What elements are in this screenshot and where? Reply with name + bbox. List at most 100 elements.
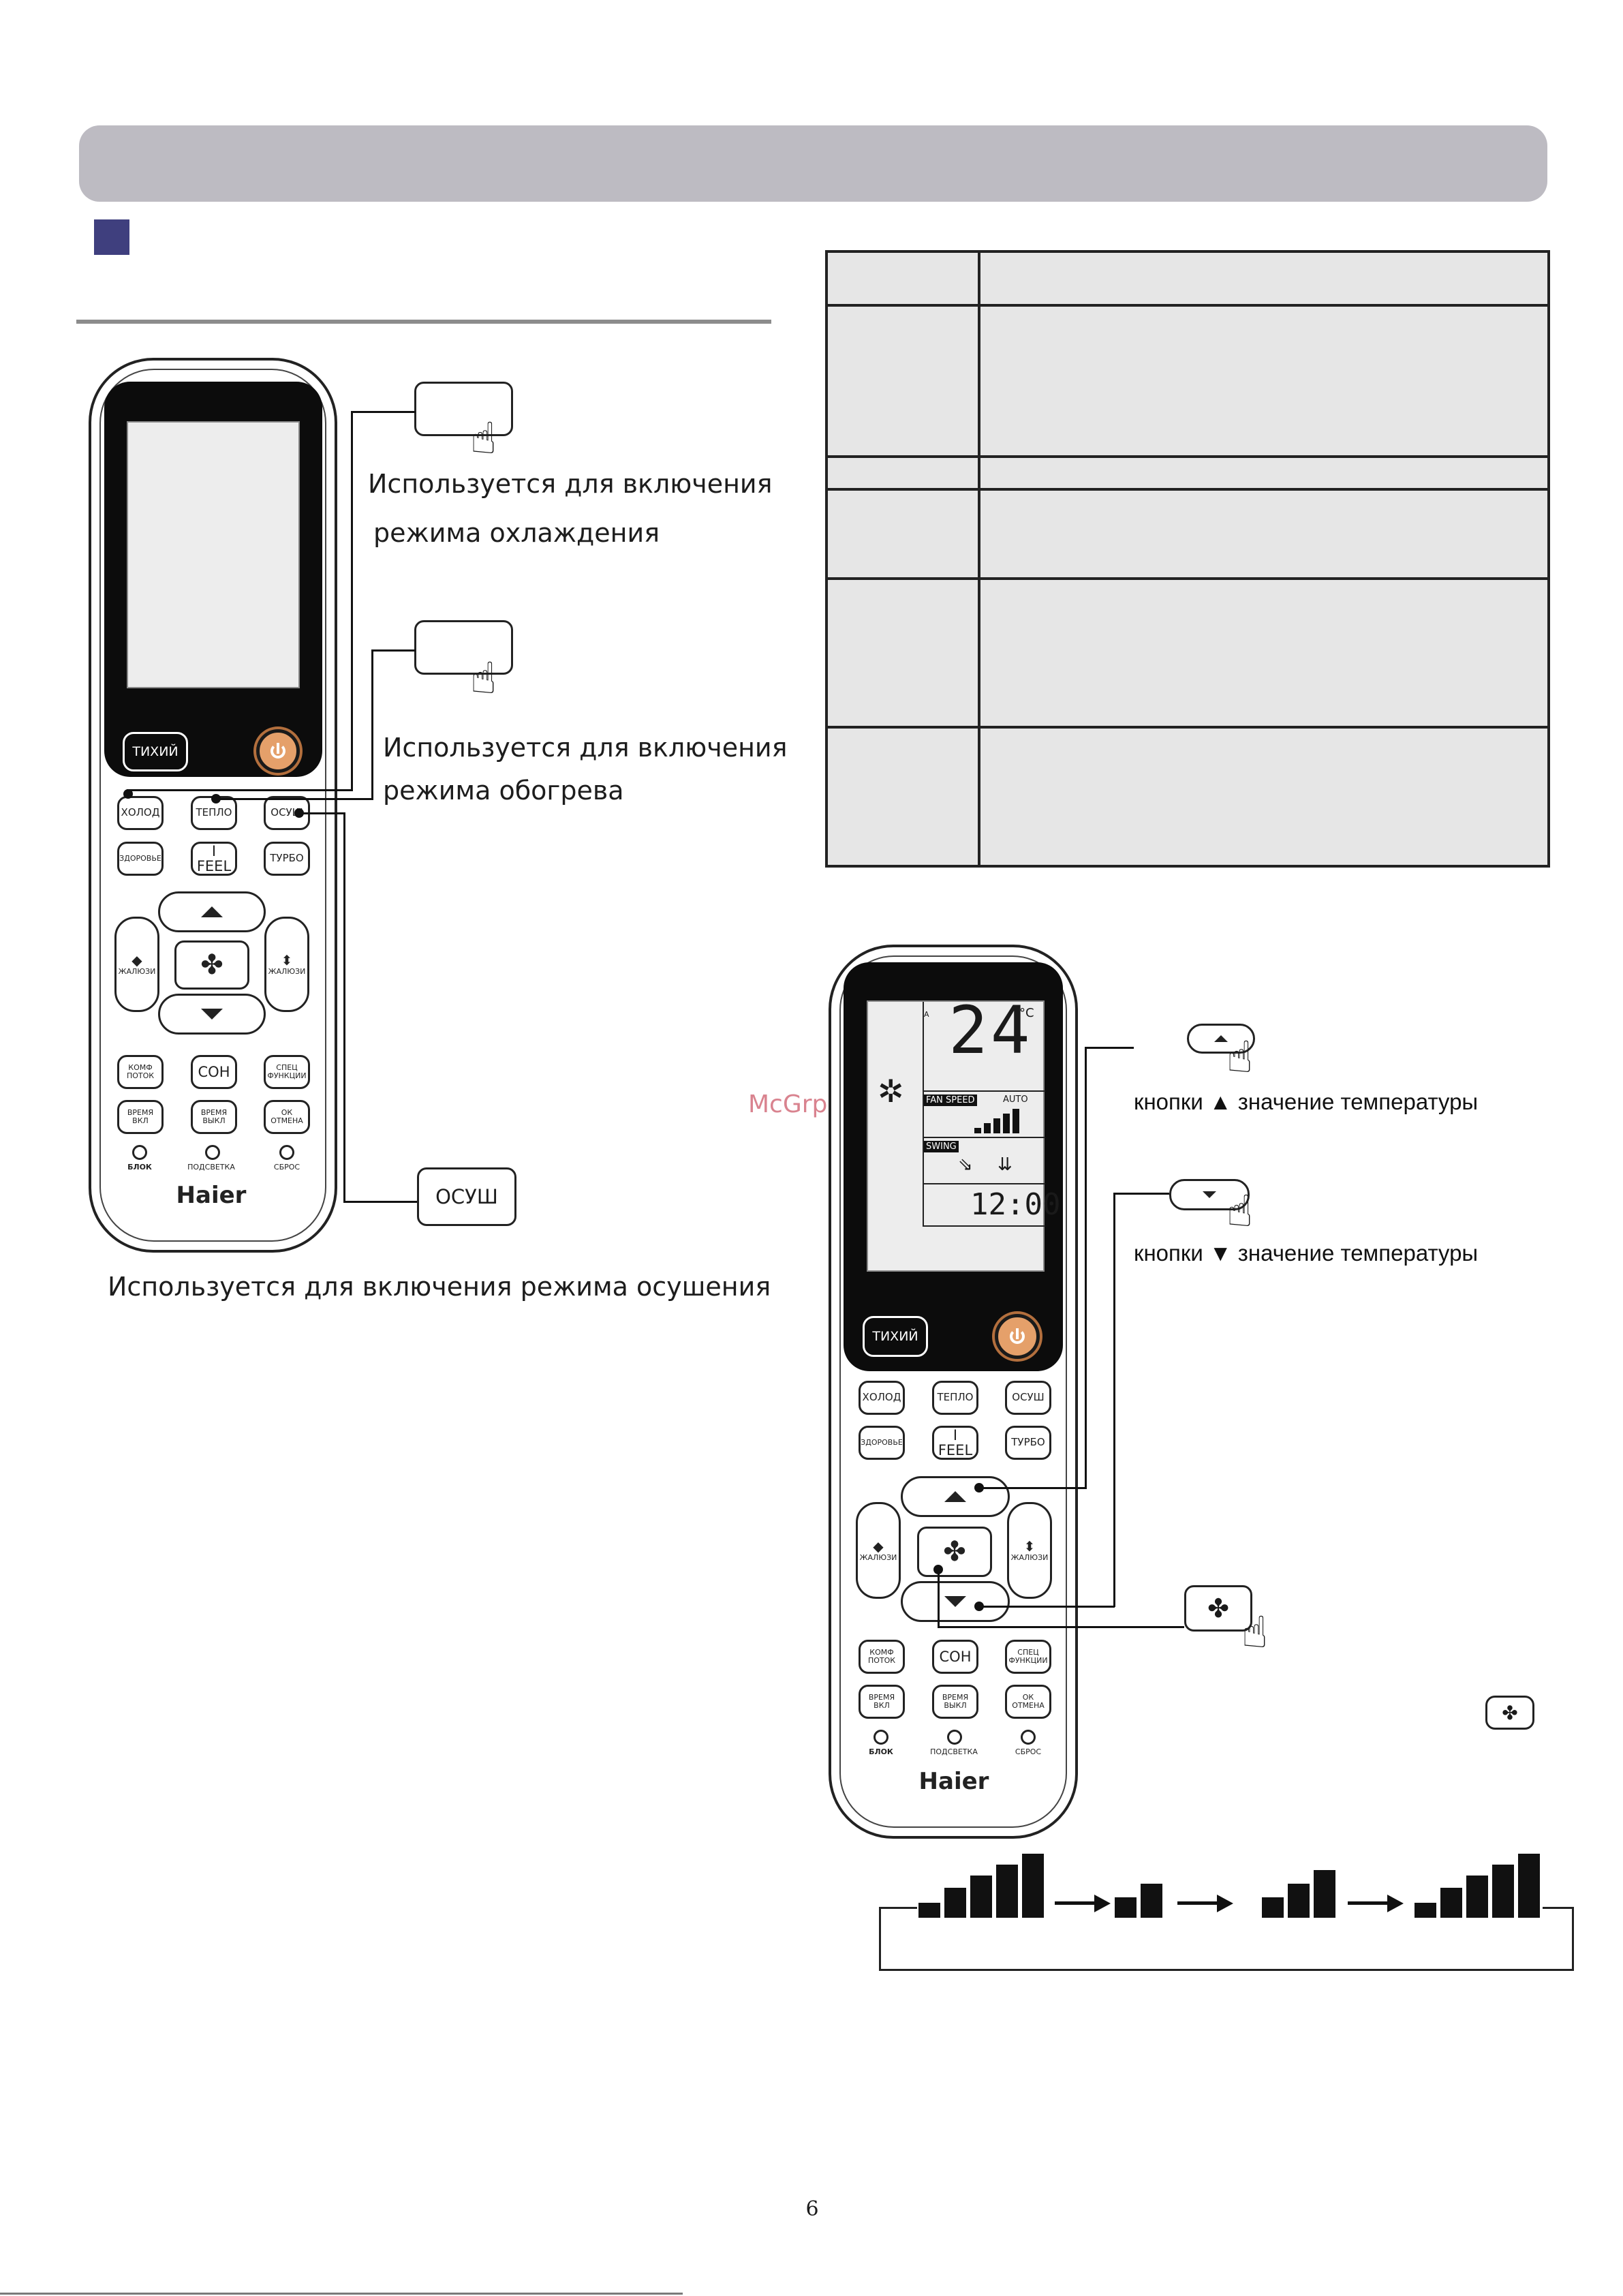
display-divider: [923, 1225, 1045, 1227]
louver-right-button[interactable]: ⬍ЖАЛЮЗИ: [264, 917, 309, 1012]
ifeel-button[interactable]: I FEEL: [932, 1426, 978, 1460]
fan-cycle-loop: [1543, 1907, 1574, 1909]
louver-icon: ◆: [873, 1537, 884, 1555]
hand-pointer-icon: ☝: [1241, 1608, 1268, 1658]
turbo-button[interactable]: ТУРБО: [264, 842, 310, 876]
health-label: ЗДОРОВЬЕ: [119, 854, 161, 863]
power-icon[interactable]: [256, 729, 300, 773]
timer-on-button[interactable]: ВРЕМЯ ВКЛ: [117, 1100, 164, 1134]
louver-icon: ⇊: [998, 1154, 1013, 1175]
connector-line: [978, 1606, 1115, 1608]
health-button[interactable]: ЗДОРОВЬЕ: [117, 842, 164, 876]
brand-logo: Haier: [918, 1768, 989, 1795]
connector-line: [214, 798, 373, 800]
connector-dot: [123, 789, 133, 799]
fan-speed-bars: [974, 1107, 1025, 1133]
special-button[interactable]: СПЕЦ ФУНКЦИИ: [264, 1055, 310, 1089]
fan-icon: ✤: [200, 949, 223, 981]
louver-left-label: ЖАЛЮЗИ: [118, 966, 156, 976]
fan-icon: ✤: [1502, 1701, 1518, 1724]
connector-line: [1113, 1193, 1115, 1607]
timer-off-button[interactable]: ВРЕМЯ ВЫКЛ: [932, 1685, 978, 1719]
quiet-button[interactable]: ТИХИЙ: [863, 1316, 928, 1357]
sleep-button[interactable]: СОН: [932, 1640, 978, 1674]
heat-button[interactable]: ТЕПЛО: [932, 1381, 978, 1415]
connector-line: [371, 649, 416, 652]
cold-button[interactable]: ХОЛОД: [859, 1381, 905, 1415]
temp-up-button[interactable]: [158, 891, 266, 932]
brand-logo: Haier: [176, 1182, 247, 1209]
hand-pointer-icon: ☝: [1226, 1187, 1253, 1237]
health-button[interactable]: ЗДОРОВЬЕ: [859, 1426, 905, 1460]
ok-cancel-button[interactable]: ОК ОТМЕНА: [1005, 1685, 1051, 1719]
fan-speed-label: FAN SPEED: [924, 1095, 977, 1106]
louver-right-label: ЖАЛЮЗИ: [268, 966, 306, 976]
cold-button[interactable]: ХОЛОД: [117, 796, 164, 830]
comf-flow-label: КОМФ ПОТОК: [126, 1063, 155, 1080]
heat-description-line2: режима обогрева: [383, 776, 624, 806]
connector-line: [938, 1569, 940, 1627]
louver-icon: ⇘: [958, 1154, 973, 1175]
table-column-divider: [978, 253, 980, 865]
swing-label: SWING: [924, 1141, 959, 1152]
cycle-arrow: [1094, 1895, 1111, 1912]
ok-cancel-button[interactable]: ОК ОТМЕНА: [264, 1100, 310, 1134]
connector-dot: [211, 794, 221, 803]
turbo-button[interactable]: ТУРБО: [1005, 1426, 1051, 1460]
timer-off-label: ВРЕМЯ ВЫКЛ: [200, 1108, 228, 1125]
connector-line: [1085, 1047, 1087, 1488]
dry-callout-label: ОСУШ: [435, 1185, 498, 1208]
temp-down-callout-button: [1169, 1179, 1250, 1210]
timer-off-button[interactable]: ВРЕМЯ ВЫКЛ: [191, 1100, 237, 1134]
display-divider: [923, 1090, 1045, 1092]
temp-down-button[interactable]: [158, 994, 266, 1035]
ifeel-button[interactable]: I FEEL: [191, 842, 237, 876]
sleep-button[interactable]: СОН: [191, 1055, 237, 1089]
fan-icon: ✤: [943, 1536, 966, 1567]
backlight-button[interactable]: [947, 1730, 962, 1745]
louver-left-button[interactable]: ◆ЖАЛЮЗИ: [856, 1502, 901, 1599]
dry-button[interactable]: ОСУШ: [1005, 1381, 1051, 1415]
timer-off-label: ВРЕМЯ ВЫКЛ: [942, 1693, 969, 1710]
comf-flow-button[interactable]: КОМФ ПОТОК: [117, 1055, 164, 1089]
backlight-label: ПОДСВЕТКА: [187, 1163, 235, 1172]
reset-button[interactable]: [279, 1145, 294, 1160]
louver-icon: ⬍: [281, 951, 293, 968]
backlight-button[interactable]: [205, 1145, 220, 1160]
fan-speed-auto-bars: [918, 1854, 1045, 1918]
louver-icon: ⬍: [1023, 1537, 1036, 1555]
fan-button[interactable]: ✤: [917, 1527, 992, 1577]
connector-line: [127, 789, 353, 791]
special-button[interactable]: СПЕЦ ФУНКЦИИ: [1005, 1640, 1051, 1674]
fan-button[interactable]: ✤: [174, 940, 249, 990]
louver-left-button[interactable]: ◆ЖАЛЮЗИ: [114, 917, 159, 1012]
fan-speed-high-bars: [1415, 1854, 1541, 1918]
connector-line: [938, 1626, 1184, 1628]
comf-flow-button[interactable]: КОМФ ПОТОК: [859, 1640, 905, 1674]
temp-down-button[interactable]: [901, 1581, 1010, 1622]
mode-table: [825, 250, 1550, 868]
connector-line: [351, 411, 353, 791]
reset-button[interactable]: [1021, 1730, 1036, 1745]
temperature-unit: °C: [1019, 1006, 1034, 1020]
remote-inner-outline: [839, 955, 1067, 1828]
reset-label: СБРОС: [273, 1163, 300, 1172]
fan-callout-button: ✤: [1184, 1585, 1252, 1632]
reset-label: СБРОС: [1015, 1747, 1042, 1756]
special-label: СПЕЦ ФУНКЦИИ: [1008, 1648, 1048, 1665]
power-icon[interactable]: [995, 1314, 1040, 1359]
lock-button[interactable]: [132, 1145, 147, 1160]
louver-right-button[interactable]: ⬍ЖАЛЮЗИ: [1007, 1502, 1052, 1599]
display-divider: [923, 1183, 1045, 1184]
special-label: СПЕЦ ФУНКЦИИ: [267, 1063, 307, 1080]
quiet-button[interactable]: ТИХИЙ: [123, 732, 188, 771]
temp-up-button[interactable]: [901, 1476, 1010, 1517]
temp-up-callout-button: [1187, 1024, 1255, 1054]
table-row-divider: [828, 726, 1547, 729]
heat-label: ТЕПЛО: [196, 806, 232, 819]
timer-on-button[interactable]: ВРЕМЯ ВКЛ: [859, 1685, 905, 1719]
lock-button[interactable]: [874, 1730, 888, 1745]
connector-line: [351, 411, 416, 413]
arrow-up-icon: [944, 1491, 966, 1502]
table-row-divider: [828, 304, 1547, 307]
